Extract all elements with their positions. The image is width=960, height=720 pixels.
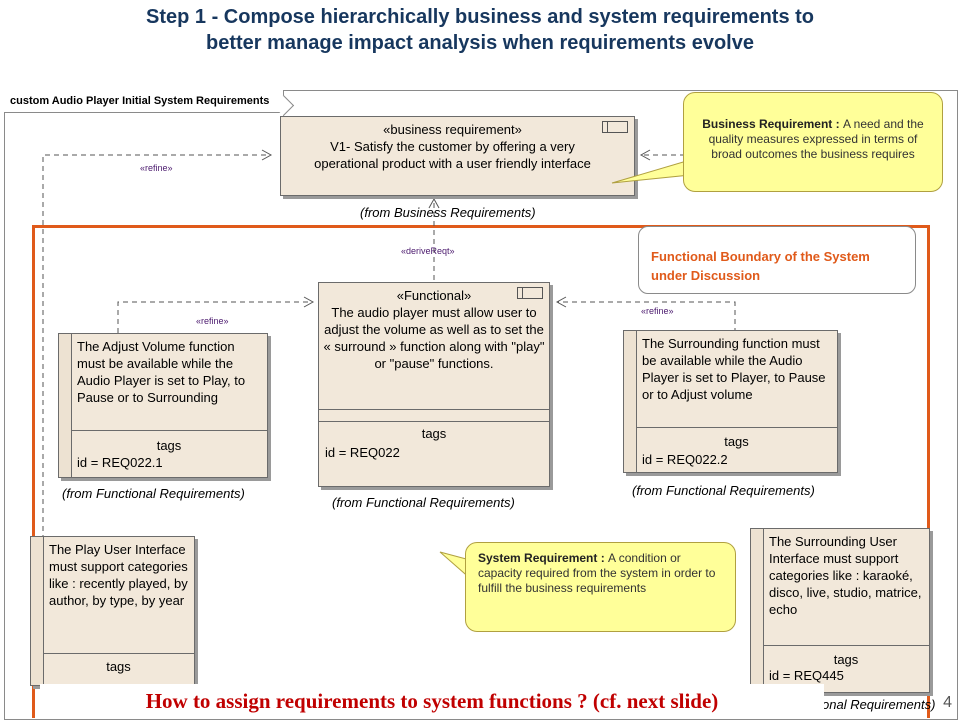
- arrowhead-functional-right: [555, 296, 567, 308]
- functional-stereotype: «Functional»: [396, 288, 472, 303]
- adjust-volume-text: The Adjust Volume function must be avail…: [77, 339, 246, 405]
- surround-ui-tag-id: id = REQ445: [769, 668, 844, 683]
- functional-requirement-content: «Functional» The audio player must allow…: [323, 287, 545, 372]
- business-callout-label: Business Requirement :: [702, 117, 843, 131]
- functional-boundary-rect: [32, 225, 930, 718]
- arrowhead-business-left: [261, 149, 273, 161]
- compartment-divider: [319, 421, 549, 422]
- functional-requirement-from: (from Functional Requirements): [332, 495, 515, 510]
- play-ui-requirement-box[interactable]: The Play User Interface must support cat…: [30, 536, 195, 686]
- diagram-frame-label: custom Audio Player Initial System Requi…: [4, 90, 285, 113]
- page-number: 4: [943, 694, 952, 711]
- surrounding-from: (from Functional Requirements): [632, 483, 815, 498]
- system-callout-text: A condition or capacity required from th…: [478, 551, 716, 595]
- business-requirement-from: (from Business Requirements): [360, 205, 536, 220]
- slide-title-line2: better manage impact analysis when requi…: [206, 32, 754, 54]
- requirement-left-bar: [624, 331, 637, 472]
- compartment-divider: [319, 409, 549, 410]
- arrowhead-functional-left: [303, 296, 315, 308]
- surrounding-text: The Surrounding function must be availab…: [642, 336, 826, 402]
- functional-text: The audio player must allow user to adju…: [323, 305, 545, 371]
- surrounding-requirement-box[interactable]: The Surrounding function must be availab…: [623, 330, 838, 473]
- footer-question: How to assign requirements to system fun…: [40, 684, 824, 718]
- surrounding-tag-id: id = REQ022.2: [642, 452, 728, 467]
- adjust-volume-tags-header: tags: [156, 438, 182, 453]
- business-callout-text: A need and the quality measures expresse…: [708, 117, 924, 161]
- compartment-divider: [71, 430, 267, 431]
- business-requirement-text: V1- Satisfy the customer by offering a v…: [314, 139, 591, 171]
- business-requirement-content: «business requirement» V1- Satisfy the c…: [301, 121, 604, 172]
- surround-ui-tags-header: tags: [833, 652, 859, 667]
- refine-line-outer-left: [42, 154, 270, 540]
- requirement-component-icon: [602, 121, 628, 133]
- functional-tag-id: id = REQ022: [325, 445, 400, 460]
- surrounding-tags-header: tags: [724, 434, 749, 449]
- functional-requirement-box[interactable]: «Functional» The audio player must allow…: [318, 282, 550, 487]
- slide-title-line1: Step 1 - Compose hierarchically business…: [146, 6, 814, 28]
- play-ui-text: The Play User Interface must support cat…: [49, 542, 188, 608]
- surround-ui-requirement-box[interactable]: The Surrounding User Interface must supp…: [750, 528, 930, 693]
- functional-tags-header: tags: [421, 426, 447, 441]
- requirement-component-icon: [517, 287, 543, 299]
- derive-label: «deriveReqt»: [401, 246, 455, 256]
- refine-label-surround: «refine»: [641, 306, 674, 316]
- play-ui-tags-header: tags: [106, 659, 131, 674]
- refine-label-business: «refine»: [140, 163, 173, 173]
- compartment-divider: [763, 645, 929, 646]
- requirement-left-bar: [751, 529, 764, 692]
- adjust-volume-from: (from Functional Requirements): [62, 486, 245, 501]
- requirement-left-bar: [31, 537, 44, 685]
- functional-boundary-label: Functional Boundary of the System under …: [638, 226, 916, 294]
- surround-ui-from: onal Requirements): [822, 697, 936, 712]
- system-callout-label: System Requirement :: [478, 551, 609, 565]
- requirement-left-bar: [59, 334, 72, 477]
- compartment-divider: [43, 653, 194, 654]
- compartment-divider: [636, 427, 837, 428]
- slide-title: Step 1 - Compose hierarchically business…: [0, 4, 960, 56]
- refine-line-adjust: [117, 301, 312, 333]
- refine-line-surround: [558, 301, 736, 333]
- business-requirement-stereotype: «business requirement»: [383, 122, 522, 137]
- arrowhead-derive: [428, 197, 440, 209]
- business-requirement-box[interactable]: «business requirement» V1- Satisfy the c…: [280, 116, 635, 196]
- arrowhead-business-right: [639, 149, 651, 161]
- adjust-volume-requirement-box[interactable]: The Adjust Volume function must be avail…: [58, 333, 268, 478]
- refine-label-adjust: «refine»: [196, 316, 229, 326]
- adjust-volume-tag-id: id = REQ022.1: [77, 455, 163, 470]
- surround-ui-text: The Surrounding User Interface must supp…: [769, 534, 922, 617]
- system-requirement-callout: System Requirement : A condition or capa…: [465, 542, 736, 632]
- business-requirement-callout: Business Requirement : A need and the qu…: [683, 92, 943, 192]
